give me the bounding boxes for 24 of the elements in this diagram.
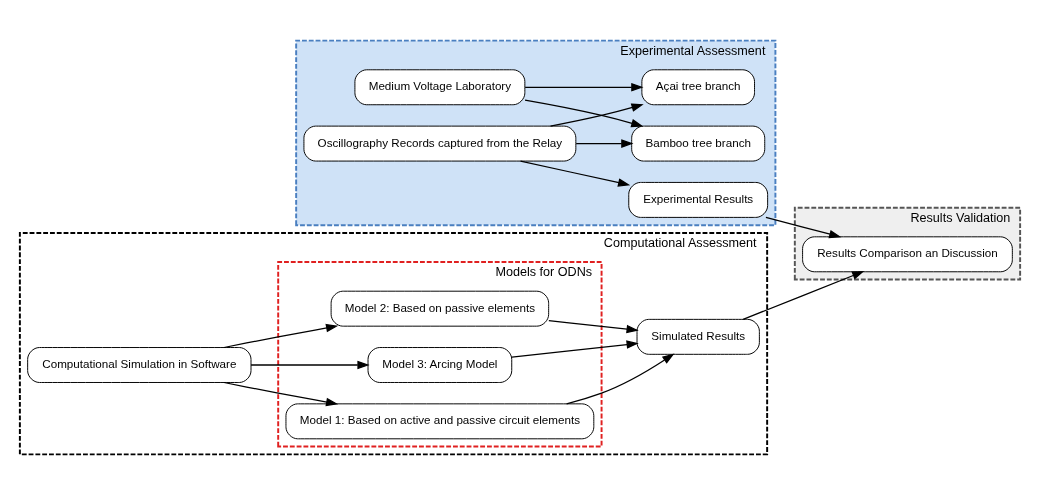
node-box: Model 3: Arcing Model	[367, 347, 513, 383]
arrow	[742, 271, 865, 320]
node-box: Results Comparison an Discussion	[802, 236, 1013, 273]
arrow	[511, 340, 639, 358]
node-box: Bamboo tree branch	[631, 125, 766, 162]
arrow	[524, 99, 644, 128]
node-box: Experimental Results	[628, 181, 769, 218]
node-box: Computational Simulation in Software	[27, 347, 252, 383]
arrow	[575, 139, 634, 148]
arrow	[524, 83, 644, 92]
arrow	[250, 360, 370, 370]
node-box: Simulated Results	[636, 318, 760, 355]
arrow	[223, 323, 339, 349]
arrow	[566, 353, 675, 405]
node-box: Medium Voltage Laboratory	[354, 69, 526, 106]
node-box: Model 2: Based on passive elements	[330, 290, 550, 327]
node-box: Oscillography Records captured from the Relay	[303, 125, 577, 162]
node-box: Açai tree branch	[641, 69, 755, 106]
arrow	[519, 160, 631, 187]
arrow	[765, 216, 842, 239]
node-box: Model 1: Based on active and passive circuit elements	[285, 403, 595, 440]
arrow	[223, 381, 339, 407]
arrow	[548, 319, 639, 334]
arrow	[549, 103, 644, 127]
